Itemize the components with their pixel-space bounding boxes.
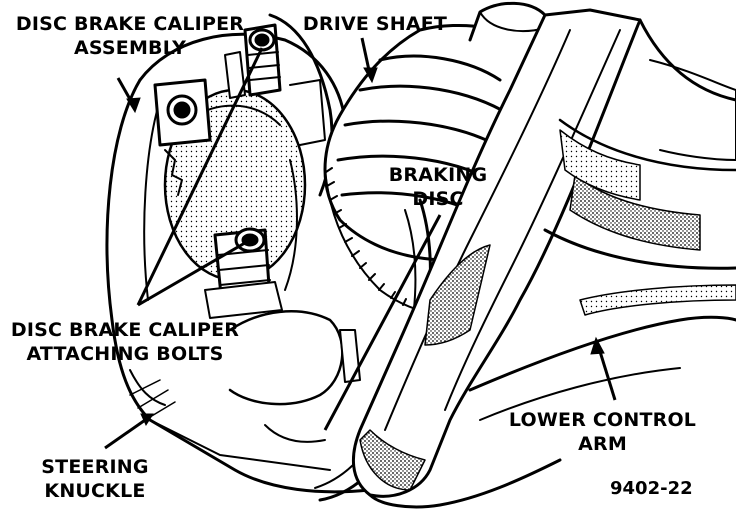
lower-control-arm-arrowhead	[590, 336, 605, 355]
lower-bolt-leader	[137, 238, 251, 307]
steering-knuckle-line-2: KNUCKLE	[44, 480, 146, 502]
lower-control-arm-shape	[351, 8, 736, 509]
lower-control-arm-label: LOWER CONTROL ARM	[505, 408, 700, 456]
wheel-well-shape	[559, 59, 736, 201]
lower-control-arm-leader	[596, 344, 617, 401]
braking-disc-line-2: DISC	[412, 188, 464, 210]
attaching-bolts-line-1: DISC BRAKE CALIPER	[10, 319, 240, 341]
caliper-assembly-line-1: DISC BRAKE CALIPER	[15, 13, 245, 35]
attaching-bolts-label: DISC BRAKE CALIPER ATTACHING BOLTS	[5, 318, 245, 366]
lower-control-arm-line-1: LOWER CONTROL	[508, 409, 697, 431]
braking-disc-line-1: BRAKING	[388, 164, 488, 186]
upper-bolt-leader	[136, 47, 264, 306]
caliper-assembly-label: DISC BRAKE CALIPER ASSEMBLY	[15, 12, 245, 60]
braking-disc-leader	[323, 214, 442, 431]
caliper-assembly-arrowhead	[126, 97, 141, 114]
drive-shaft-arrowhead	[363, 67, 378, 84]
figure-number: 9402-22	[610, 478, 693, 499]
lower-control-arm-line-2: ARM	[578, 433, 627, 455]
steering-knuckle-line-1: STEERING	[41, 456, 149, 478]
leader-lines	[104, 37, 617, 450]
drive-shaft-line-1: DRIVE SHAFT	[302, 13, 448, 35]
caliper-assembly-line-2: ASSEMBLY	[73, 37, 187, 59]
braking-disc-label: BRAKING DISC	[383, 163, 493, 211]
caliper-fitting-shape	[153, 78, 212, 196]
drive-shaft-label: DRIVE SHAFT	[300, 12, 450, 36]
steering-knuckle-label: STEERING KNUCKLE	[30, 455, 160, 503]
attaching-bolts-line-2: ATTACHING BOLTS	[26, 343, 224, 365]
steering-knuckle-arrowhead	[140, 413, 154, 427]
steering-knuckle-leader	[104, 416, 149, 450]
